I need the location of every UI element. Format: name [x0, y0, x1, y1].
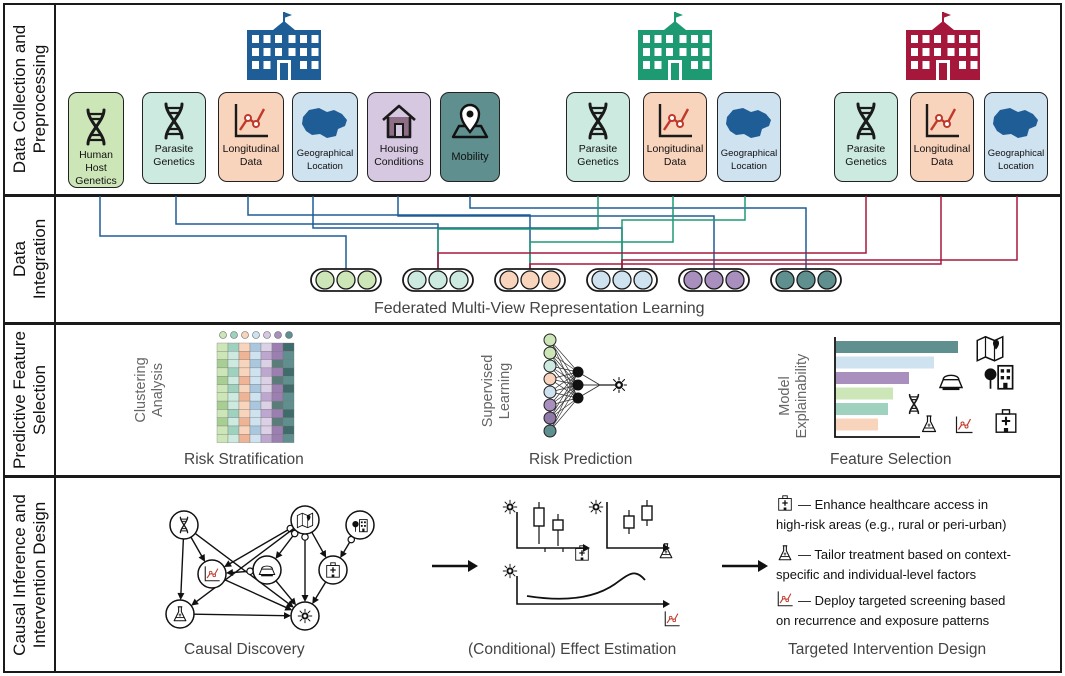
view-node-group: [770, 268, 842, 292]
data-card-longitudinal-data: Longitudinal Data: [643, 92, 707, 182]
data-card-parasite-genetics: Parasite Genetics: [142, 92, 206, 184]
data-card-label: Housing Conditions: [374, 143, 424, 168]
data-card-label: Longitudinal Data: [646, 143, 704, 168]
embedding-node: [315, 270, 335, 290]
dag-node: [169, 510, 199, 540]
causal-graph: [165, 505, 375, 631]
intervention-text: high-risk areas (e.g., rural or peri-urb…: [776, 517, 1007, 532]
data-card-longitudinal-data: Longitudinal Data: [910, 92, 974, 182]
data-card-label: Parasite Genetics: [845, 143, 887, 168]
data-card-label: Parasite Genetics: [153, 143, 195, 168]
data-card-label: Longitudinal Data: [222, 143, 280, 168]
embedding-node: [725, 270, 745, 290]
panel-causal: [3, 476, 1062, 673]
data-card-label: Human Host Genetics: [75, 149, 117, 187]
data-card-geographical-location: Geographical Location: [292, 92, 358, 182]
intervention-text: — Deploy targeted screening based: [798, 593, 1006, 608]
embedding-node: [407, 270, 427, 290]
effect-estimation-caption: (Conditional) Effect Estimation: [468, 641, 677, 658]
dag-node: [318, 555, 348, 585]
data-card-label: Longitudinal Data: [913, 143, 971, 168]
intervention-text: — Tailor treatment based on context-: [798, 547, 1011, 562]
feature-selection-caption: Feature Selection: [830, 451, 952, 468]
embedding-node: [541, 270, 561, 290]
line-chart-icon: [776, 590, 794, 608]
embedding-node: [520, 270, 540, 290]
data-card-parasite-genetics: Parasite Genetics: [566, 92, 630, 182]
embedding-node: [817, 270, 837, 290]
view-node-group: [402, 268, 474, 292]
feature-importance-bars: [834, 336, 1017, 438]
intervention-item: — Enhance healthcare access in high-risk …: [776, 494, 1061, 535]
intervention-design-caption: Targeted Intervention Design: [788, 641, 987, 658]
view-node-group: [310, 268, 382, 292]
embedding-node: [591, 270, 611, 290]
view-node-group: [494, 268, 566, 292]
label-column: [3, 3, 56, 673]
flask-icon: [776, 544, 794, 562]
integration-caption: Federated Multi-View Representation Lear…: [374, 300, 705, 317]
dag-node: [345, 510, 375, 540]
data-card-label: Geographical Location: [296, 148, 354, 172]
dag-node: [197, 559, 227, 589]
data-card-geographical-location: Geographical Location: [717, 92, 781, 182]
embedding-node: [704, 270, 724, 290]
data-card-label: Mobility: [451, 151, 489, 163]
neural-network: [543, 333, 628, 438]
causal-discovery-caption: Causal Discovery: [184, 641, 305, 658]
arrow-to-design: [722, 560, 768, 572]
intervention-text: — Enhance healthcare access in: [798, 497, 989, 512]
intervention-text: on recurrence and exposure patterns: [776, 613, 990, 628]
hospital-building-icon: [247, 12, 321, 80]
embedding-node: [499, 270, 519, 290]
data-card-longitudinal-data: Longitudinal Data: [218, 92, 284, 182]
data-card-label: Parasite Genetics: [577, 143, 619, 168]
dag-node: [290, 601, 320, 631]
embedding-node: [775, 270, 795, 290]
risk-stratification-caption: Risk Stratification: [184, 451, 304, 468]
embedding-node: [336, 270, 356, 290]
data-card-label: Geographical Location: [720, 148, 778, 172]
effect-estimation-plots: [502, 499, 681, 627]
arrow-to-effect: [432, 560, 478, 572]
dag-node: [252, 555, 282, 585]
embedding-node: [449, 270, 469, 290]
risk-prediction-caption: Risk Prediction: [529, 451, 633, 468]
data-card-label: Geographical Location: [987, 148, 1045, 172]
embedding-node: [612, 270, 632, 290]
embedding-node: [683, 270, 703, 290]
intervention-text: specific and individual-level factors: [776, 567, 977, 582]
hospital-building-icon: [638, 12, 712, 80]
embedding-node: [633, 270, 653, 290]
data-card-mobility: Mobility: [440, 92, 500, 182]
view-node-group: [586, 268, 658, 292]
dag-node: [165, 599, 195, 629]
hospital-icon: [776, 494, 794, 512]
embedding-node: [796, 270, 816, 290]
view-node-group: [678, 268, 750, 292]
embedding-node: [357, 270, 377, 290]
data-card-human-host-genetics: Human Host Genetics: [68, 92, 124, 188]
data-card-parasite-genetics: Parasite Genetics: [834, 92, 898, 182]
intervention-item: — Tailor treatment based on context-spec…: [776, 544, 1061, 585]
data-card-geographical-location: Geographical Location: [984, 92, 1048, 182]
cluster-heatmap: [216, 331, 295, 443]
embedding-node: [428, 270, 448, 290]
intervention-item: — Deploy targeted screening based on recu…: [776, 590, 1061, 631]
dag-node: [290, 505, 320, 535]
hospital-building-icon: [906, 12, 980, 80]
data-card-housing-conditions: Housing Conditions: [367, 92, 431, 182]
